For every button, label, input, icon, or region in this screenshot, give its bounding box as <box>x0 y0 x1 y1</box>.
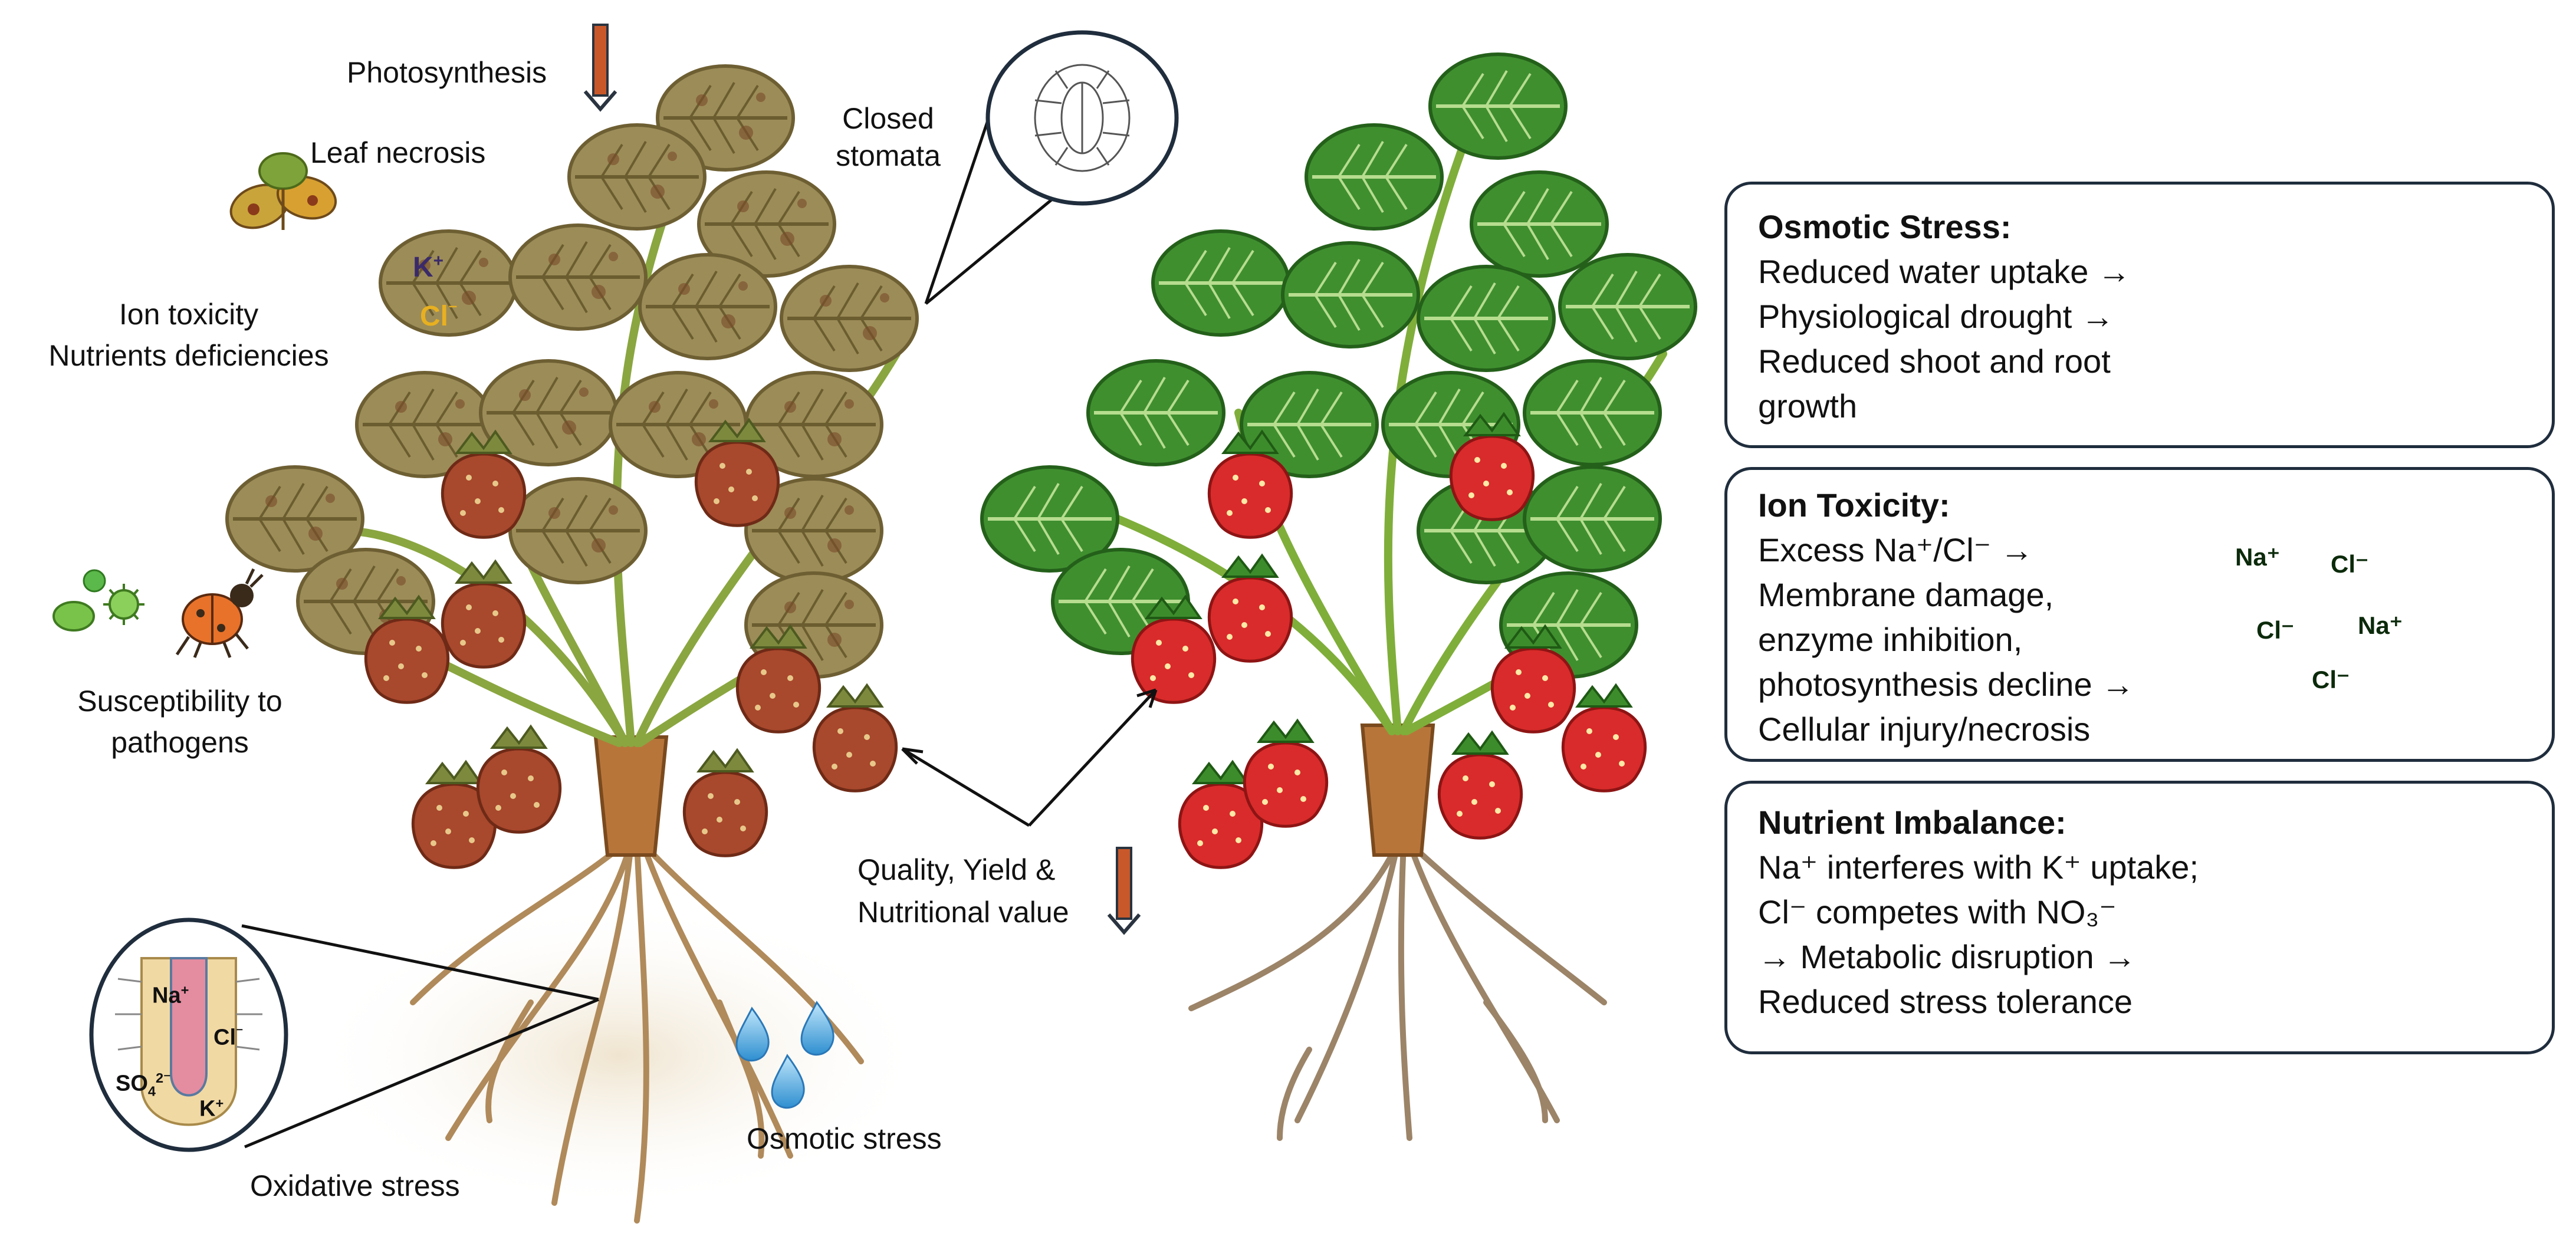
root-na-ion: Na+ <box>152 982 189 1008</box>
osmotic-stress-panel: Osmotic Stress: Reduced water uptake → P… <box>1724 182 2555 448</box>
stomata-magnifier <box>924 30 1179 305</box>
quality-pointer-arrows <box>901 688 1158 827</box>
pathogen-microbes-icon <box>52 569 144 632</box>
nutrient-imbalance-line: Reduced stress tolerance <box>1758 983 2133 1020</box>
susceptibility-label: Susceptibility to <box>77 685 282 718</box>
closed-stomata-label: Closed stomata <box>836 102 941 172</box>
ion-toxicity-label: Ion toxicity <box>119 298 259 331</box>
ion-toxicity-line: Membrane damage, <box>1758 576 2054 613</box>
nutrient-imbalance-panel: Nutrient Imbalance: Na⁺ interferes with … <box>1724 781 2555 1054</box>
insect-pest-icon <box>175 568 264 658</box>
root-tip-icon <box>115 957 262 1126</box>
nutrients-deficiencies-label: Nutrients deficiencies <box>48 339 329 372</box>
photosynthesis-down-arrow <box>583 24 617 112</box>
leaf-ion-label: Cl⁻ <box>2312 666 2350 693</box>
osmotic-stress-title: Osmotic Stress: <box>1758 208 2012 245</box>
nutrient-imbalance-line: Cl⁻ competes with NO₃⁻ <box>1758 893 2117 930</box>
healthy-plant-illustration <box>982 54 1696 1141</box>
nutrient-imbalance-line: → Metabolic disruption → <box>1758 938 2137 975</box>
quality-yield-label: Quality, Yield & <box>857 853 1056 886</box>
osmotic-stress-line: Physiological drought → <box>1758 298 2114 335</box>
leaf-necrosis-icon <box>229 152 337 230</box>
leaf-ion-label: Na⁺ <box>2358 611 2403 639</box>
osmotic-stress-line: Reduced water uptake → <box>1758 253 2131 290</box>
leaf-k-ion: K+ <box>413 251 444 283</box>
root-k-ion: K+ <box>199 1096 224 1122</box>
osmotic-stress-label: Osmotic stress <box>747 1122 942 1155</box>
nutritional-value-label: Nutritional value <box>857 896 1069 929</box>
root-tip-magnifier <box>89 918 599 1152</box>
water-drops-icon <box>735 1001 834 1109</box>
leaf-ion-label: Na⁺ <box>2235 543 2280 571</box>
ion-toxicity-line: Excess Na⁺/Cl⁻ → <box>1758 531 2033 568</box>
osmotic-stress-panel-text: Osmotic Stress: Reduced water uptake → P… <box>1758 205 2131 429</box>
leaf-ion-label: Cl⁻ <box>2331 550 2369 578</box>
ion-toxicity-line: photosynthesis decline → <box>1758 666 2135 703</box>
ion-toxicity-panel-text: Ion Toxicity: Excess Na⁺/Cl⁻ → Membrane … <box>1758 483 2134 752</box>
leaf-cl-ion: Cl⁻ <box>420 300 458 332</box>
ion-toxicity-panel: Ion Toxicity: Excess Na⁺/Cl⁻ → Membrane … <box>1724 467 2555 762</box>
leaf-ion-label: Cl⁻ <box>2256 616 2295 644</box>
ion-toxicity-title: Ion Toxicity: <box>1758 486 1950 524</box>
photosynthesis-label: Photosynthesis <box>347 56 547 89</box>
ion-toxicity-line: enzyme inhibition, <box>1758 621 2023 658</box>
nutrient-imbalance-line: Na⁺ interferes with K⁺ uptake; <box>1758 849 2199 886</box>
ion-toxicity-line: Cellular injury/necrosis <box>1758 711 2091 748</box>
closed-stomata-icon <box>1034 64 1131 172</box>
healthy-roots <box>1188 840 1607 1141</box>
quality-down-arrow <box>1107 847 1141 935</box>
root-so4-ion: SO42⁻ <box>116 1070 171 1099</box>
stressed-roots <box>410 840 864 1224</box>
pathogens-label: pathogens <box>111 726 249 759</box>
osmotic-stress-line: growth <box>1758 387 1858 425</box>
oxidative-stress-label: Oxidative stress <box>250 1169 460 1202</box>
leaf-necrosis-label: Leaf necrosis <box>310 136 486 169</box>
nutrient-imbalance-panel-text: Nutrient Imbalance: Na⁺ interferes with … <box>1758 800 2199 1024</box>
stressed-plant-illustration <box>227 66 926 1224</box>
root-cl-ion: Cl⁻ <box>213 1024 244 1050</box>
nutrient-imbalance-title: Nutrient Imbalance: <box>1758 804 2066 841</box>
osmotic-stress-line: Reduced shoot and root <box>1758 343 2111 380</box>
